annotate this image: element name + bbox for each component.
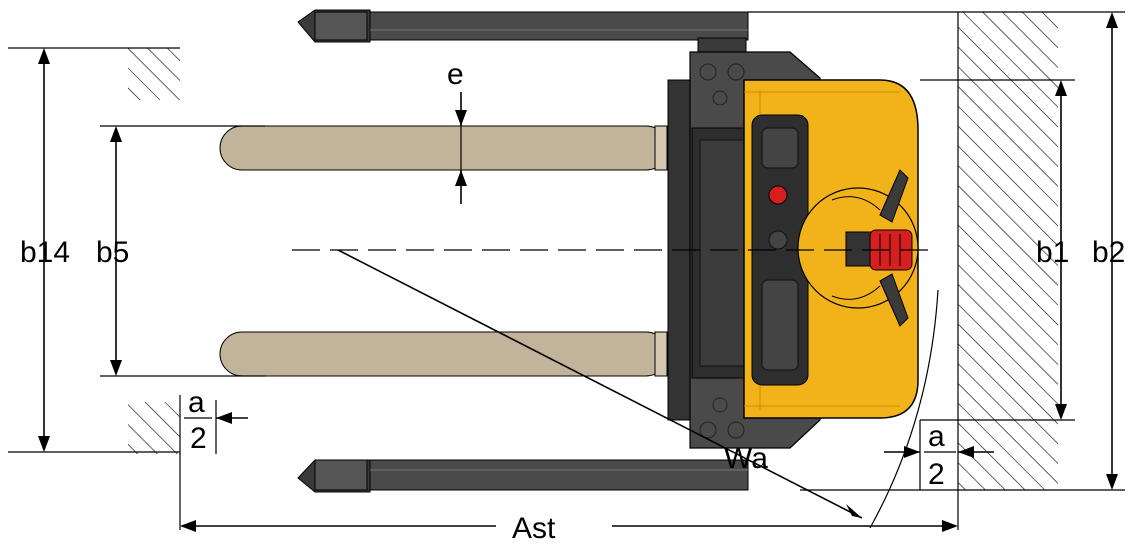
b1-dimension	[920, 79, 1075, 421]
label-2-left: 2	[190, 422, 207, 455]
ast-dimension	[180, 520, 958, 532]
a-half-left-dimension	[179, 395, 248, 530]
turning-arc	[869, 289, 939, 529]
a-half-right-dimension	[884, 420, 994, 490]
label-ast: Ast	[512, 512, 556, 545]
red-control-icon	[768, 185, 788, 205]
b2-dimension	[748, 11, 1125, 491]
e-dimension	[455, 92, 467, 204]
label-b14: b14	[20, 236, 70, 269]
label-a-left: a	[188, 386, 205, 419]
hatch-block-bottom-left	[128, 402, 180, 454]
label-a-right: a	[928, 420, 945, 453]
hatch-wall-right	[958, 12, 1058, 490]
hatch-block-top-left	[128, 48, 180, 100]
truck-body	[743, 79, 919, 419]
b5-dimension	[100, 125, 265, 377]
fork-top	[219, 125, 669, 171]
label-e: e	[447, 58, 464, 91]
label-2-right: 2	[928, 458, 945, 491]
turning-radius-line	[337, 249, 863, 519]
label-b2: b2	[1092, 236, 1125, 269]
b14-dimension	[8, 47, 180, 453]
label-b5: b5	[96, 236, 129, 269]
straddle-leg-bottom	[297, 459, 749, 493]
label-b1: b1	[1036, 236, 1069, 269]
straddle-leg-top	[297, 9, 749, 43]
label-wa: Wa	[724, 442, 768, 475]
fork-bottom	[219, 331, 669, 377]
